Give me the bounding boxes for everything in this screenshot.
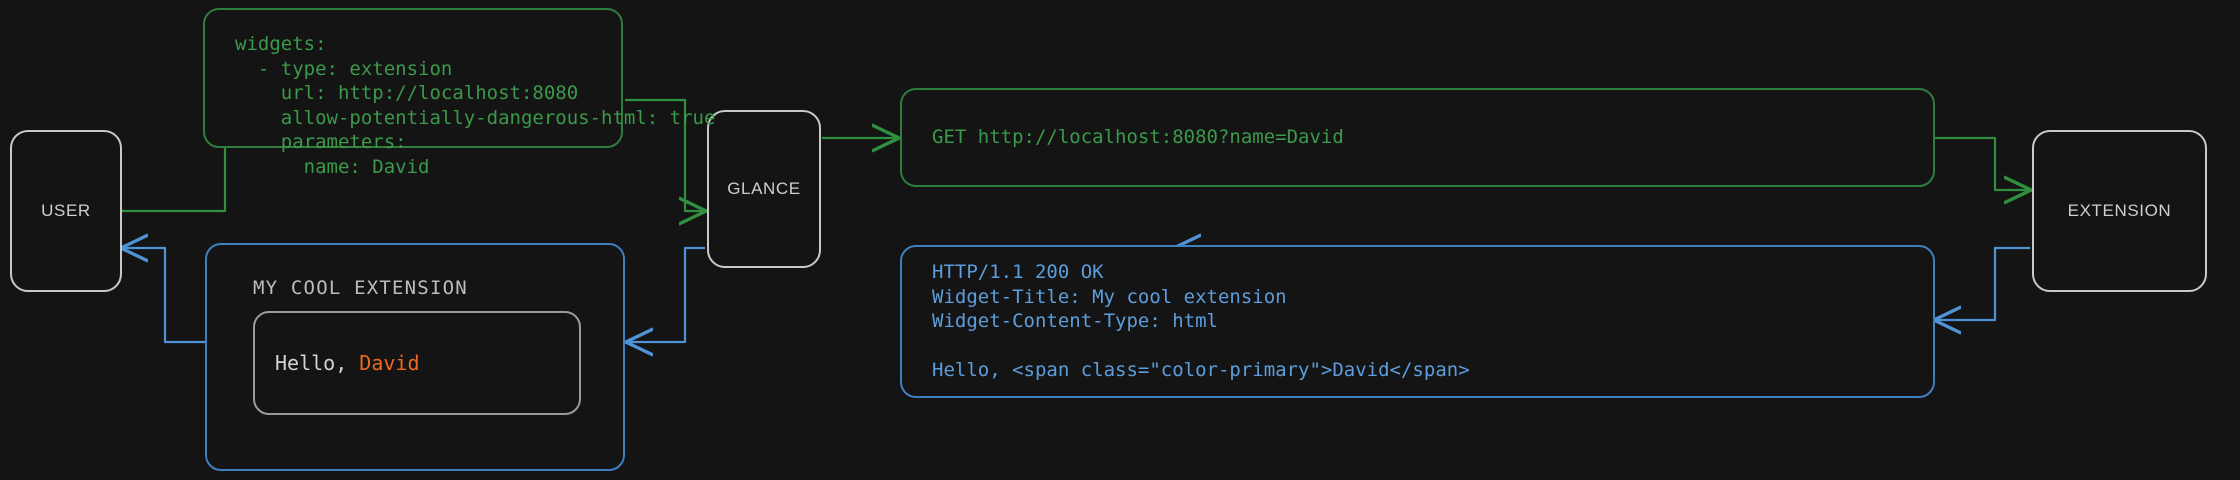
config-yaml-code: widgets: - type: extension url: http://l… [235, 33, 716, 178]
wire-glance-to-widget [627, 246, 705, 342]
panel-http-request[interactable]: GET http://localhost:8080?name=David [900, 88, 1935, 187]
rendered-widget-card: Hello, David [253, 311, 581, 415]
wire-widget-to-user [122, 248, 207, 344]
rendered-widget-name: David [359, 351, 420, 375]
panel-rendered-widget[interactable]: MY COOL EXTENSION Hello, David [205, 243, 625, 471]
http-request-code: GET http://localhost:8080?name=David [932, 126, 1344, 149]
node-glance[interactable]: GLANCE [707, 110, 821, 268]
node-user[interactable]: USER [10, 130, 122, 292]
rendered-widget-greeting: Hello, [275, 351, 360, 375]
node-user-label: USER [41, 201, 91, 220]
wire-request-to-extension [1935, 136, 2030, 190]
node-extension[interactable]: EXTENSION [2032, 130, 2207, 292]
rendered-widget-title: MY COOL EXTENSION [253, 277, 468, 299]
node-glance-label: GLANCE [727, 179, 801, 198]
panel-http-response[interactable]: HTTP/1.1 200 OK Widget-Title: My cool ex… [900, 245, 1935, 398]
panel-config-yaml[interactable]: widgets: - type: extension url: http://l… [203, 8, 715, 178]
node-extension-label: EXTENSION [2067, 201, 2172, 220]
http-response-code: HTTP/1.1 200 OK Widget-Title: My cool ex… [932, 261, 1470, 382]
wire-extension-to-response [1935, 246, 2030, 320]
